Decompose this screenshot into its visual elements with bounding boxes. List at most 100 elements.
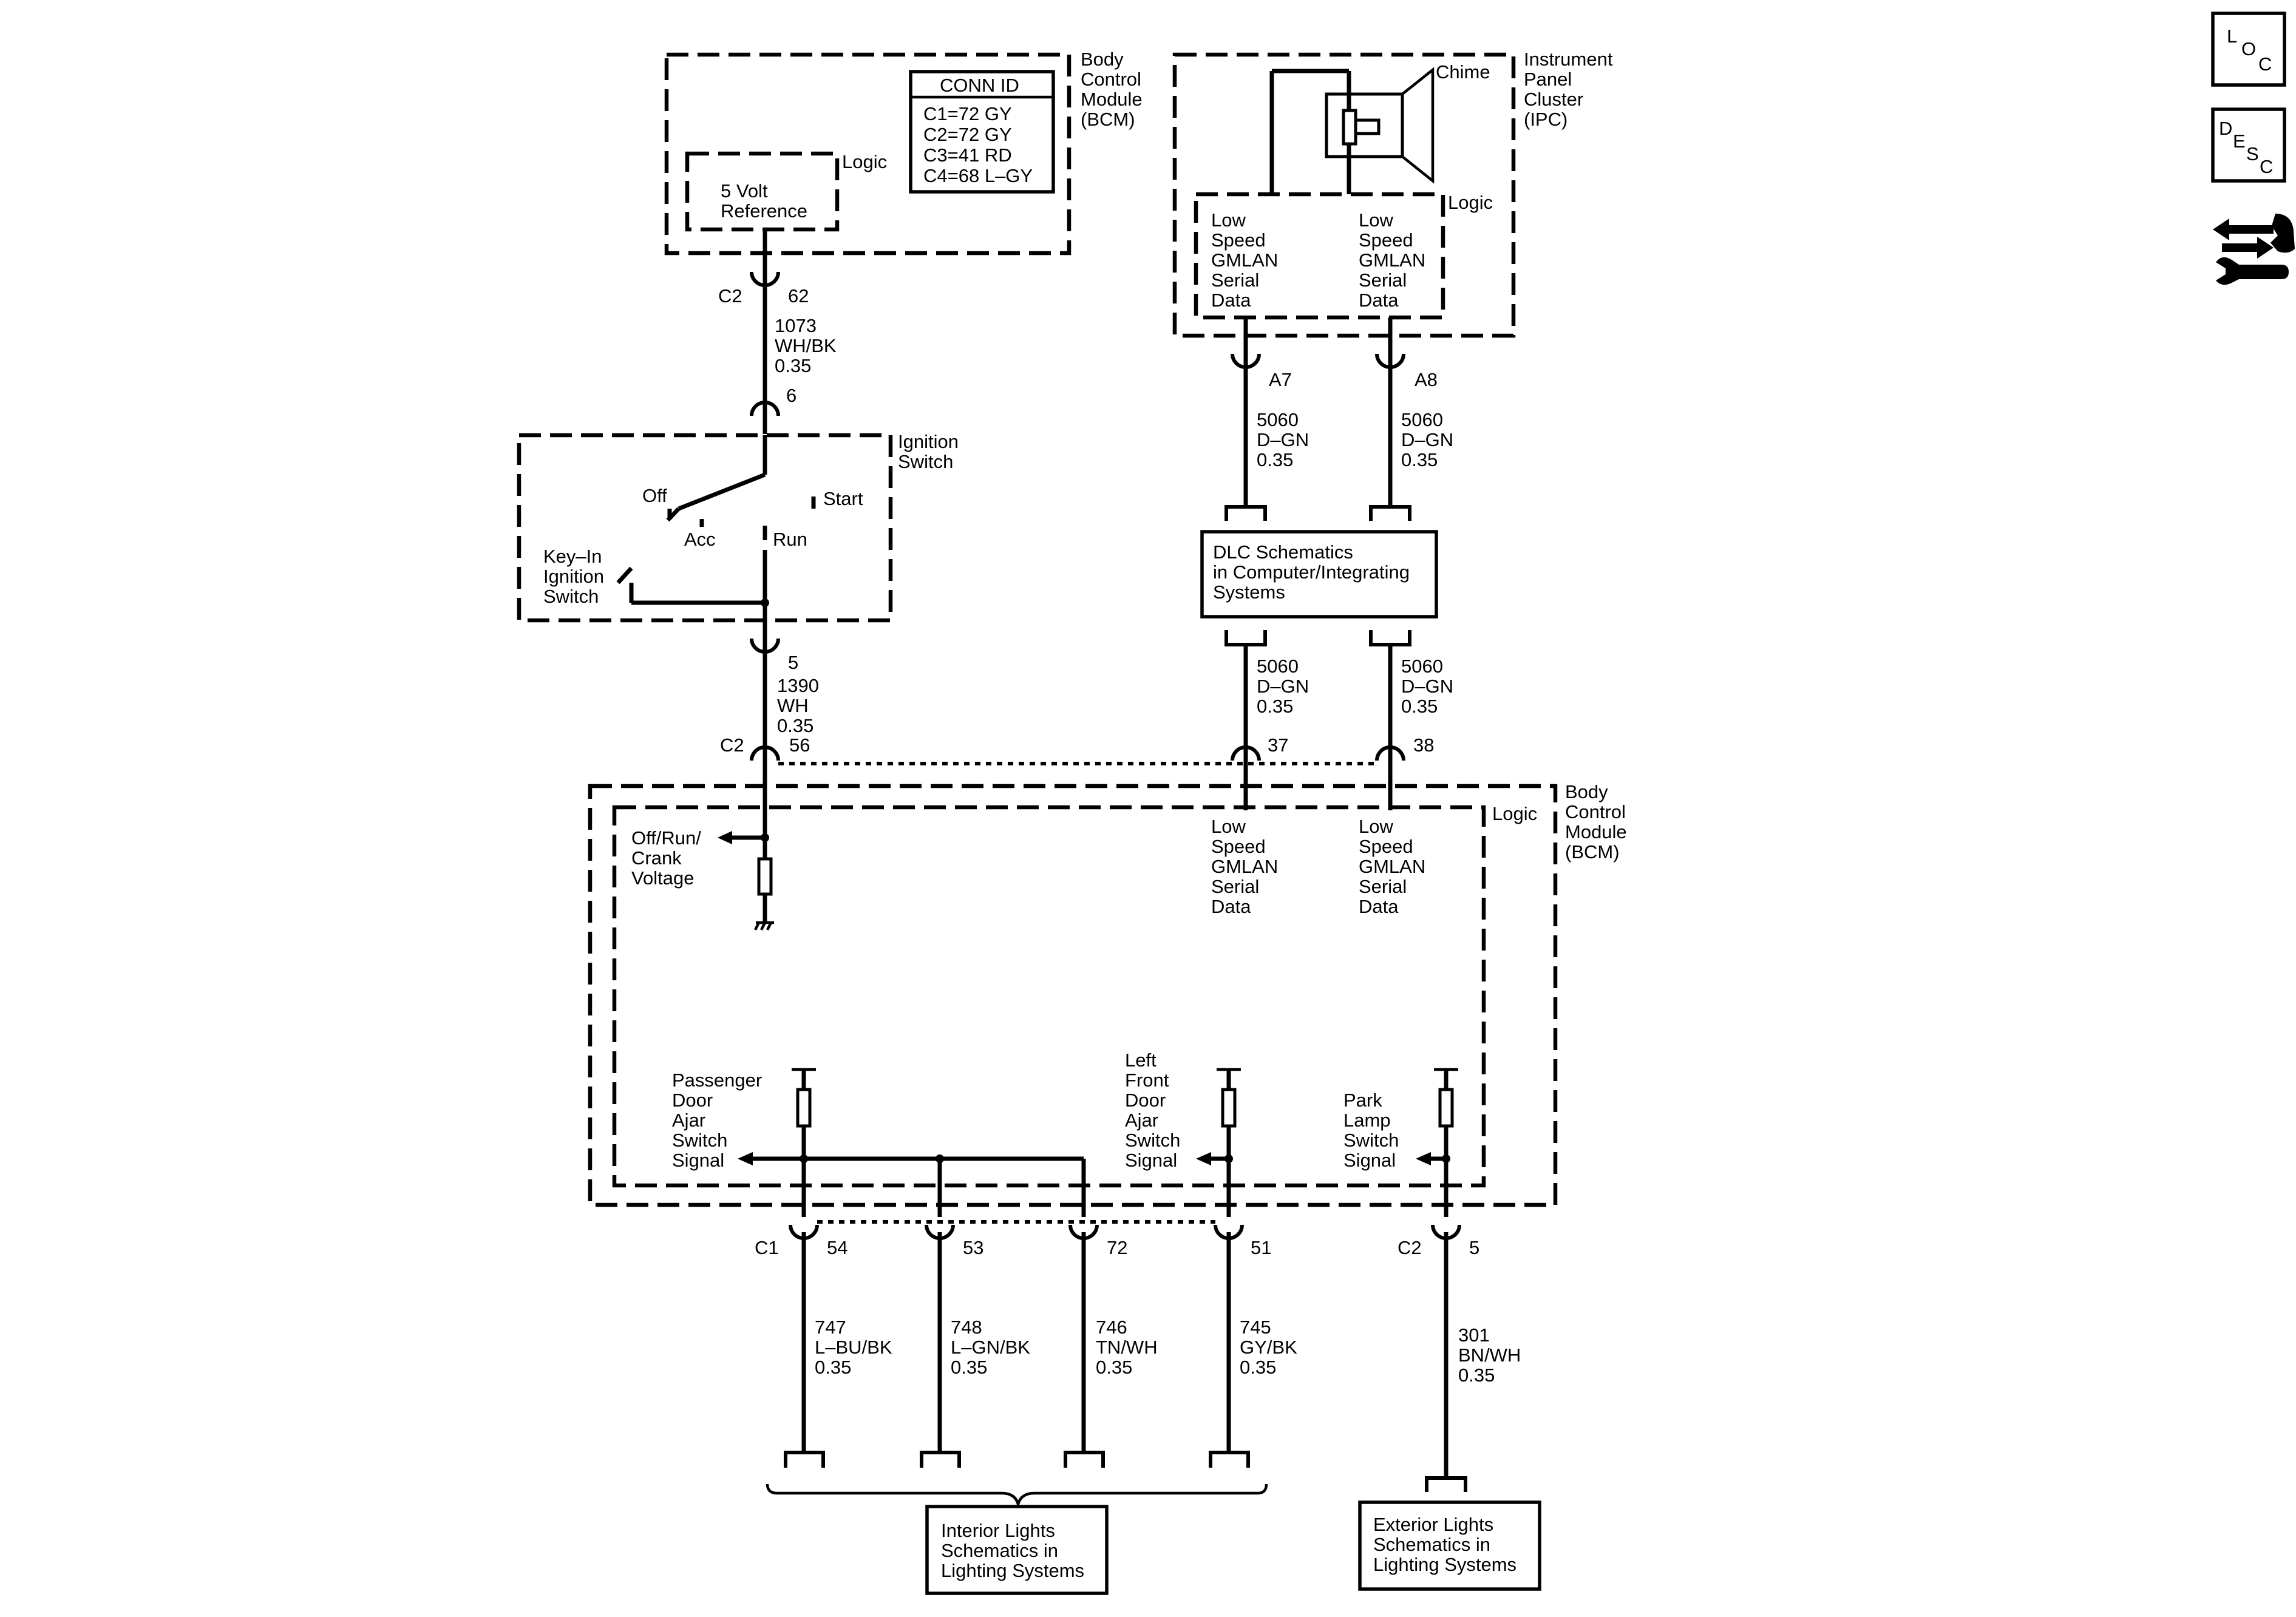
off-run-crank-arrow-icon [718, 831, 732, 844]
gmlan-wires: A7 A8 5060 D–GN 0.35 5060 D–GN 0.35 DLC … [778, 317, 1453, 810]
passenger-door-label-3: Ajar [672, 1110, 705, 1131]
wire-1073-gauge: 0.35 [775, 355, 811, 376]
a8-bottom-gauge: 0.35 [1401, 696, 1438, 717]
dlc-box-line-1: DLC Schematics [1213, 541, 1353, 563]
dlc-box-line-2: in Computer/Integrating [1213, 561, 1410, 583]
a8-bottom-circuit: 5060 [1401, 656, 1443, 677]
pin-37-label: 37 [1268, 734, 1288, 756]
passenger-door-label-1: Passenger [672, 1070, 762, 1091]
ipc-gmlan-right-2: Speed [1359, 229, 1413, 251]
circuit-746-number: 746 [1096, 1317, 1127, 1338]
bcm-gmlan-left-5: Data [1211, 896, 1251, 917]
dlc-in-a8-terminal [1369, 505, 1411, 521]
dlc-box-line-3: Systems [1213, 581, 1285, 603]
bcm-top-module: Logic 5 Volt Reference CONN ID C1=72 GY … [664, 49, 1143, 256]
a7-top-gauge: 0.35 [1257, 449, 1293, 470]
circuit-301-color: BN/WH [1458, 1344, 1521, 1366]
left-front-door-pullup-resistor [1221, 1088, 1237, 1128]
service-arrows-wrench-icon[interactable] [2213, 214, 2295, 285]
circuit-748-number: 748 [951, 1317, 982, 1338]
interior-lights-brace [766, 1483, 1268, 1510]
left-front-door-label-2: Front [1125, 1070, 1169, 1091]
bcm-top-name-1: Body [1081, 49, 1124, 70]
bcm-gmlan-left-2: Speed [1211, 836, 1266, 857]
connector-ign-pin-6 [750, 401, 780, 416]
desc-button[interactable]: D E S C [2211, 107, 2286, 183]
dlc-reference-box [1200, 530, 1438, 619]
bottom-wires: C1 C2 54 53 72 51 5 747 L–BU/BK 0.35 748… [755, 1220, 1541, 1595]
left-front-door-label-6: Signal [1125, 1150, 1177, 1171]
bcm-top-logic-label: Logic [842, 151, 887, 172]
bcm-bottom-name-1: Body [1565, 781, 1608, 802]
ground-icon [753, 921, 774, 931]
connector-c2-pin-38 [1375, 745, 1405, 761]
conn-id-row-4: C4=68 L–GY [923, 165, 1033, 186]
passenger-door-arrow-icon [738, 1152, 753, 1165]
ignition-start-label: Start [823, 488, 863, 509]
circuit-745-gauge: 0.35 [1240, 1357, 1276, 1378]
desc-letter-s: S [2246, 143, 2259, 164]
wire-1073: C2 62 1073 WH/BK 0.35 6 [718, 229, 837, 434]
loc-button[interactable]: L O C [2211, 12, 2286, 87]
a7-bottom-color: D–GN [1257, 676, 1309, 697]
conn-id-title: CONN ID [940, 75, 1019, 96]
ipc-gmlan-left-4: Serial [1211, 270, 1259, 291]
ipc-name-4: (IPC) [1524, 109, 1567, 130]
chime-label: Chime [1436, 61, 1490, 83]
ipc-name-1: Instrument [1524, 49, 1613, 70]
desc-letter-c: C [2260, 156, 2273, 177]
ipc-gmlan-left-5: Data [1211, 290, 1251, 311]
desc-letter-d: D [2219, 118, 2232, 139]
loc-letter-l: L [2227, 25, 2237, 47]
bcm-bottom-name-2: Control [1565, 801, 1626, 822]
exterior-lights-line-1: Exterior Lights [1373, 1514, 1493, 1535]
connector-ipc-pin-a8 [1375, 353, 1405, 369]
bcm-gmlan-right-2: Speed [1359, 836, 1413, 857]
a7-top-color: D–GN [1257, 429, 1309, 450]
ignition-contact-arm [678, 472, 766, 511]
ignition-acc-label: Acc [684, 529, 716, 550]
bcm-bottom-boundary [588, 784, 1558, 1207]
interior-lights-line-1: Interior Lights [941, 1520, 1055, 1541]
wire-1073-pin-top: 62 [788, 285, 809, 307]
exterior-lights-line-2: Schematics in [1373, 1534, 1490, 1555]
exterior-lights-box [1358, 1500, 1541, 1591]
ipc-name-2: Panel [1524, 69, 1572, 90]
ignition-switch: Ignition Switch Off Start Acc Run Key–In… [517, 431, 959, 643]
ipc-gmlan-right-3: GMLAN [1359, 249, 1425, 271]
bcm-bottom-name-4: (BCM) [1565, 841, 1620, 863]
bcm-top-logic-boundary [685, 151, 840, 232]
wire-1390-gauge: 0.35 [777, 715, 813, 736]
bcm-top-name-4: (BCM) [1081, 109, 1135, 130]
off-run-crank-label-2: Crank [631, 847, 682, 869]
park-lamp-label-4: Signal [1343, 1150, 1396, 1171]
bottom-pin-51: 51 [1251, 1237, 1271, 1258]
terminal-301 [1425, 1476, 1467, 1492]
bcm-bottom-logic-boundary [612, 805, 1486, 1188]
wire-1073-circuit: 1073 [775, 315, 817, 336]
desc-letter-e: E [2233, 131, 2246, 152]
park-lamp-label-1: Park [1343, 1090, 1382, 1111]
bottom-pin-72: 72 [1107, 1237, 1127, 1258]
bcm-bottom-logic-label: Logic [1492, 803, 1537, 824]
park-lamp-label-3: Switch [1343, 1130, 1399, 1151]
bcm-gmlan-left-3: GMLAN [1211, 856, 1278, 877]
a7-bottom-gauge: 0.35 [1257, 696, 1293, 717]
terminal-746 [1064, 1451, 1105, 1468]
key-in-label-3: Switch [543, 586, 599, 607]
circuit-747-number: 747 [815, 1317, 846, 1338]
key-in-label-2: Ignition [543, 566, 604, 587]
ipc-module: Instrument Panel Cluster (IPC) Chime Log… [1172, 49, 1613, 338]
bottom-pin-53: 53 [963, 1237, 983, 1258]
bcm-gmlan-right-3: GMLAN [1359, 856, 1425, 877]
a8-bottom-color: D–GN [1401, 676, 1453, 697]
dlc-out-a7-terminal [1224, 630, 1267, 646]
bottom-connector-c1: C1 [755, 1237, 779, 1258]
wire-1390: 5 1390 WH 0.35 C2 56 [720, 620, 819, 810]
circuit-748-gauge: 0.35 [951, 1357, 987, 1378]
bcm-top-name-3: Module [1081, 89, 1143, 110]
loc-letter-c: C [2258, 53, 2272, 75]
bcm-top-name-2: Control [1081, 69, 1141, 90]
pin-a8-label: A8 [1415, 369, 1438, 390]
